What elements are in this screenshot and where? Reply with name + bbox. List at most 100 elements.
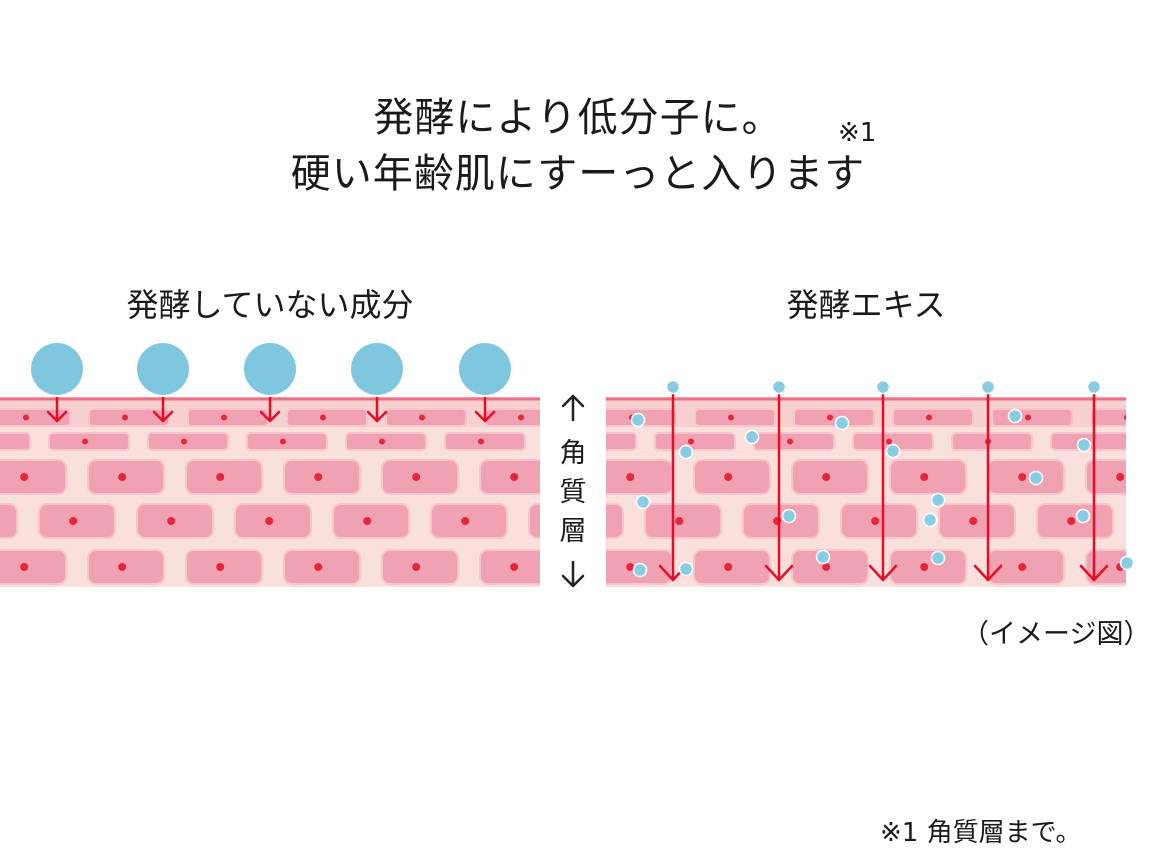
cell-nucleus [118,563,127,571]
small-molecule [1075,508,1091,524]
long-arrow-icon [973,391,1003,582]
left-panel [0,343,540,587]
small-molecule [1086,379,1102,395]
large-molecules [31,343,511,395]
short-arrow-icon [259,396,281,423]
skin-cell [694,408,776,427]
skin-cell [654,432,736,451]
footnote: ※1 角質層まで。 [880,818,1082,848]
cell-nucleus [724,563,733,571]
small-molecule [980,379,996,395]
cell-nucleus [886,438,892,445]
small-molecule [930,550,946,566]
cell-nucleus [728,414,734,421]
right-panel [589,379,1135,587]
deep-penetration-arrows [658,391,1109,582]
cell-nucleus [1116,473,1125,481]
small-molecules [630,379,1135,578]
skin-cell [48,432,130,451]
cell-nucleus [280,438,286,445]
cell-nucleus [626,563,635,571]
cell-nucleus [787,438,793,445]
cell-nucleus [724,473,733,481]
left-cell-layer [0,408,540,585]
cell-nucleus [20,473,29,481]
small-molecule [1028,470,1044,486]
skin-cell [1050,432,1126,451]
small-molecule [630,412,646,428]
cell-nucleus [827,414,833,421]
cell-nucleus [363,517,372,525]
skin-cell [606,432,637,451]
skin-cell [0,432,31,451]
skin-cell [753,432,835,451]
down-arrow-icon [561,560,585,588]
small-molecule [632,562,648,578]
cell-nucleus [221,414,227,421]
headline-line-2: 硬い年齢肌にすーっと入ります [290,151,866,197]
skin-cell [0,549,67,585]
cell-nucleus [920,563,929,571]
small-molecule [815,549,831,565]
cell-nucleus [181,438,187,445]
short-arrow-icon [152,396,174,423]
cell-nucleus [69,517,78,525]
cell-nucleus [589,439,595,445]
cell-nucleus [1124,414,1126,421]
large-molecule [137,343,189,395]
large-molecule [459,343,511,395]
cell-nucleus [82,438,88,445]
cell-nucleus [1018,563,1027,571]
image-caption: （イメージ図） [962,619,1151,650]
cell-nucleus [216,563,225,571]
cell-nucleus [688,438,694,445]
cell-nucleus [379,438,385,445]
skin-cell [286,408,368,427]
small-molecule [930,492,946,508]
short-arrow-icon [366,396,388,423]
skin-cell [385,408,467,427]
large-molecule [244,343,296,395]
up-arrow-icon [561,394,585,422]
small-molecule [665,379,681,395]
stratum-char-2: 質 [560,477,587,508]
long-arrow-icon [868,391,898,582]
cell-nucleus [871,517,880,525]
skin-cell [187,408,269,427]
cell-nucleus [675,517,684,525]
non-fermented-label: 発酵していない成分 [126,286,414,324]
long-arrow-icon [1079,391,1109,582]
short-arrow-icon [46,396,68,423]
cell-nucleus [23,414,29,421]
cell-nucleus [822,563,831,571]
cell-nucleus [20,563,29,571]
small-molecule [834,415,850,431]
cell-nucleus [118,473,127,481]
skin-cell [1090,408,1126,427]
skin-cell [606,503,624,539]
cell-nucleus [510,563,519,571]
skin-cell [345,432,427,451]
short-arrow-icon [474,396,496,423]
skin-cell [0,408,71,427]
small-molecule [875,379,891,395]
blocked-penetration-arrows [46,396,496,423]
long-arrow-icon [764,391,794,582]
cell-nucleus [1067,517,1076,525]
cell-nucleus [412,473,421,481]
skin-cell [147,432,229,451]
small-molecule [1119,555,1135,571]
skin-cell [0,503,18,539]
cell-nucleus [412,563,421,571]
cell-nucleus [1018,473,1027,481]
small-molecule [885,443,901,459]
skin-cell [528,503,540,539]
cell-nucleus [510,473,519,481]
cell-nucleus [314,473,323,481]
cell-nucleus [265,517,274,525]
small-molecule [1076,437,1092,453]
skin-cell [892,408,974,427]
cell-nucleus [822,473,831,481]
cell-nucleus [314,563,323,571]
